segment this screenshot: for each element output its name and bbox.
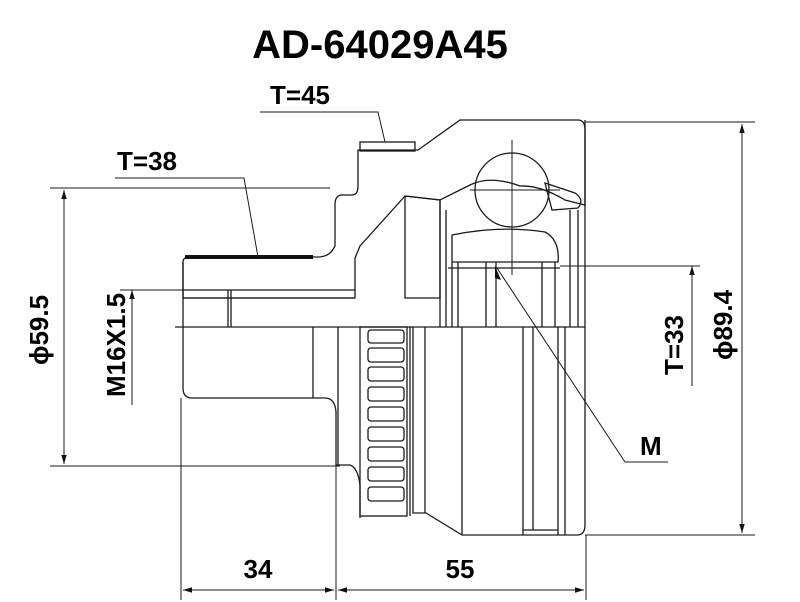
dimension-lines [50,121,755,600]
housing-section [182,119,586,299]
label-length-34: 34 [244,554,273,584]
label-diameter-59-5: ϕ59.5 [24,295,54,365]
label-marker-m: M [640,431,662,461]
part-number-title: AD-64029A45 [252,23,508,67]
label-t33: T=33 [659,315,689,375]
housing-outline [175,120,586,536]
abs-ring-teeth [367,329,405,502]
label-diameter-89-4: ϕ89.4 [708,289,738,360]
label-t45: T=45 [270,80,330,110]
label-length-55: 55 [446,554,475,584]
leader-lines [115,111,700,463]
label-thread-m16: M16X1.5 [101,293,131,397]
label-t38: T=38 [117,146,177,176]
